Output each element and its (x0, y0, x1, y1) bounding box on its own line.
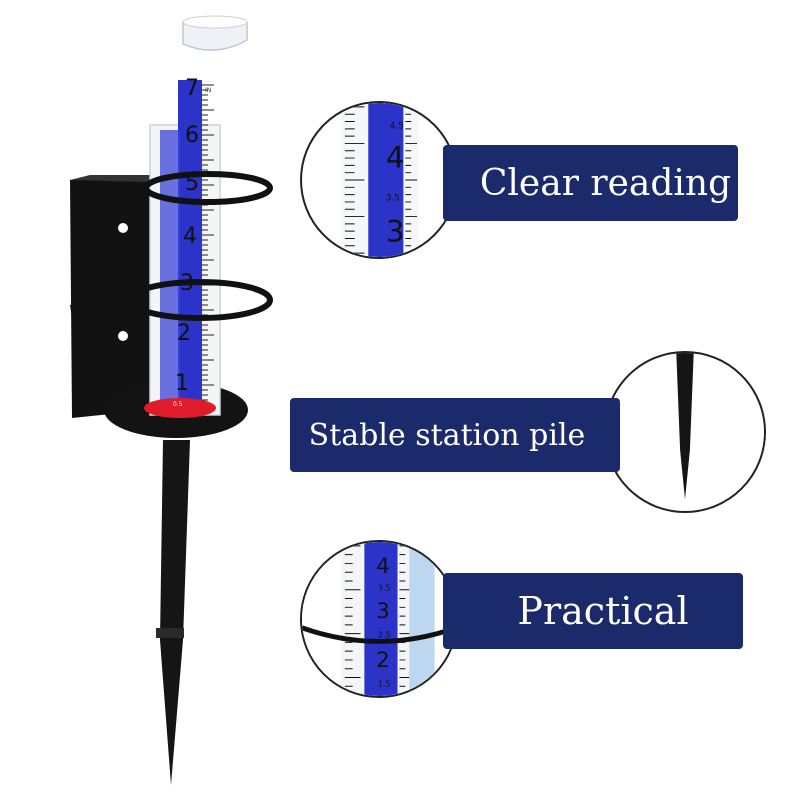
scale-number: 2 (177, 321, 191, 346)
lens-scale-number: 3.5 (378, 584, 390, 593)
scale-number: 1 (175, 371, 189, 396)
lens-scale-number: 3 (386, 214, 405, 248)
scale-number: 7 (185, 76, 199, 101)
feature-label: Stable station pile (308, 417, 586, 453)
lens-scale-number: 4 (376, 554, 390, 579)
half-mark: 0.5 (173, 401, 183, 408)
zoom-lens-practical: 4 3.5 3 2.5 2 1.5 (300, 540, 458, 698)
zoom-lens-pile (604, 351, 766, 513)
rain-gauge-illustration: 7 6 5 4 3 2 1 IN 0.5 (70, 15, 273, 785)
scale-number: 4 (183, 224, 197, 249)
feature-banner-practical: Practical (443, 573, 743, 649)
lens-scale-number: 2 (376, 648, 390, 673)
screw-hole (118, 331, 128, 341)
lens-scale-number: 3 (376, 599, 390, 624)
lens-scale-number: 2.5 (378, 631, 390, 640)
lens-scale-number: 3.5 (386, 193, 400, 203)
feature-banner-clear-reading: Clear reading (443, 145, 738, 221)
upper-ring (143, 171, 273, 205)
magnifier-lens-icon: 4.5 4 3.5 3 (340, 103, 419, 257)
scale-number: 6 (185, 123, 199, 148)
screw-hole (118, 223, 128, 233)
middle-ring (127, 279, 273, 321)
scale-ticks (202, 84, 214, 406)
blue-scale-strip (178, 80, 202, 410)
mounting-bracket (70, 180, 150, 418)
water-level (144, 398, 216, 418)
lens-scale-number: 1.5 (378, 679, 390, 688)
ground-spike (160, 440, 190, 785)
unit-label: IN (205, 87, 211, 94)
feature-label: Practical (517, 589, 689, 633)
zoom-lens-reading: 4.5 4 3.5 3 (300, 101, 458, 259)
rain-gauge-tube-icon: 4 3.5 3 2.5 2 1.5 (302, 542, 456, 696)
feature-label: Clear reading (479, 162, 732, 204)
feature-banner-stable-pile: Stable station pile (290, 398, 620, 472)
lens-scale-number: 4 (386, 140, 405, 174)
lens-scale-number: 4.5 (390, 121, 404, 131)
ground-stake-icon (676, 353, 694, 500)
